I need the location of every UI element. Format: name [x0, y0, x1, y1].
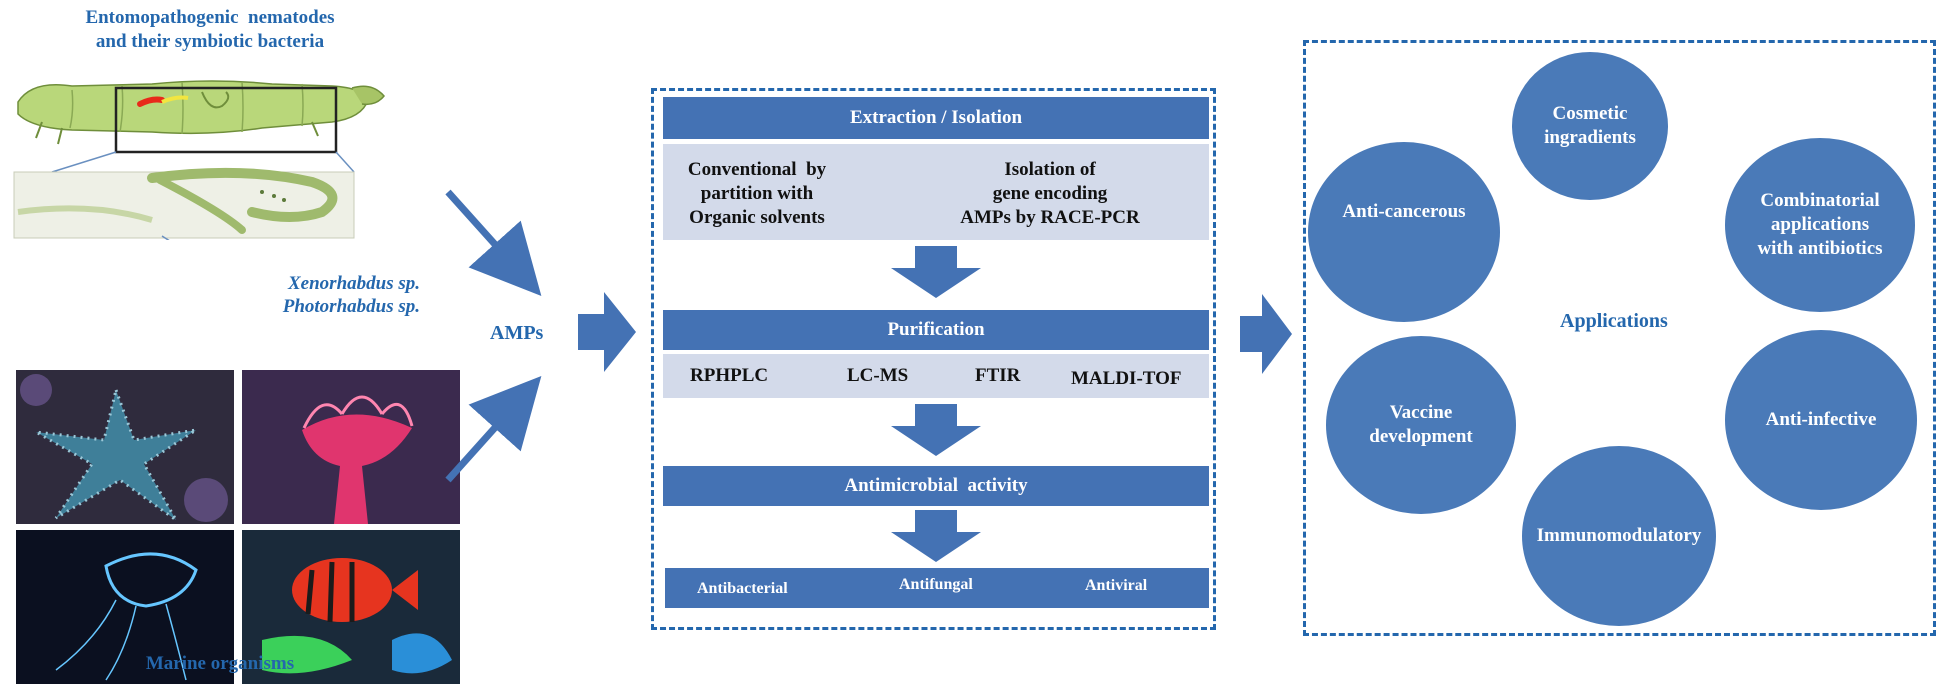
nematode-arrow [445, 189, 542, 297]
amps-label: AMPs [490, 322, 544, 344]
bacteria-photorhabdus: Photorhabdus sp. [282, 296, 420, 317]
circle-immunomodulatory: Immunomodulatory [1522, 446, 1716, 626]
conventional-line2: partition with [700, 183, 814, 204]
immunomodulatory-text: Immunomodulatory [1536, 525, 1702, 546]
marine-organisms-label: Marine organisms [145, 653, 295, 674]
extraction-title: Extraction / Isolation [849, 107, 1023, 128]
amps-to-workflow-arrow [578, 292, 636, 372]
antiinfective-text: Anti-infective [1765, 409, 1877, 430]
cosmetic-line2: ingradients [1544, 127, 1636, 148]
antimicrobial-activity-bar: Antimicrobial activity [663, 466, 1209, 506]
isolation-line2: gene encoding [992, 183, 1108, 204]
extraction-bar: Extraction / Isolation [663, 97, 1209, 139]
method-rphplc: RPHPLC [690, 365, 769, 386]
bacteria-label: Xenorhabdus sp. Photorhabdus sp. [200, 272, 420, 318]
nematode-illustration [13, 80, 385, 240]
purification-bar: Purification [663, 310, 1209, 350]
applications-label: Applications [1560, 310, 1668, 332]
activity-title: Antimicrobial activity [844, 475, 1028, 496]
starfish-photo [16, 370, 234, 524]
cosmetic-line1: Cosmetic [1552, 103, 1628, 124]
combinatorial-line1: Combinatorial [1760, 190, 1880, 211]
workflow-frame [651, 88, 1216, 630]
circle-vaccine-development: Vaccine development [1326, 336, 1516, 514]
extraction-methods-band [663, 144, 1209, 240]
angelfish-photo [242, 530, 460, 684]
circle-anti-cancerous: Anti-cancerous [1308, 142, 1500, 322]
activity-antifungal: Antifungal [899, 576, 973, 593]
race-pcr-method: Isolation of gene encoding AMPs by RACE-… [930, 158, 1170, 230]
combinatorial-line3: with antibiotics [1757, 238, 1883, 259]
down-arrow-2 [891, 404, 981, 456]
purification-methods-band [663, 354, 1209, 398]
purification-title: Purification [887, 319, 985, 340]
method-maldi-tof: MALDI-TOF [1071, 368, 1182, 389]
vaccine-line1: Vaccine [1389, 402, 1453, 423]
combinatorial-line2: applications [1770, 214, 1870, 235]
applications-frame [1303, 40, 1936, 636]
conventional-line1: Conventional by [687, 159, 827, 180]
down-arrow-1 [891, 246, 981, 298]
method-ftir: FTIR [975, 365, 1021, 386]
workflow-to-applications-arrow [1240, 294, 1292, 374]
method-lcms: LC-MS [847, 365, 909, 386]
anticancerous-text: Anti-cancerous [1342, 201, 1466, 222]
source-arrows [445, 189, 542, 483]
jellyfish-photo [16, 530, 234, 684]
conventional-line3: Organic solvents [689, 207, 825, 228]
circle-anti-infective: Anti-infective [1725, 330, 1917, 510]
isolation-line1: Isolation of [1004, 159, 1096, 180]
bacteria-xenorhabdus: Xenorhabdus sp. [288, 273, 420, 294]
nematode-title-line2: and their symbiotic bacteria [95, 31, 325, 52]
activity-antibacterial: Antibacterial [697, 580, 788, 597]
circle-cosmetic-ingredients: Cosmetic ingradients [1512, 52, 1668, 200]
sea-anemone-photo [242, 370, 460, 524]
nematode-title-line1: Entomopathogenic nematodes [85, 7, 335, 28]
isolation-line3: AMPs by RACE-PCR [960, 207, 1140, 228]
activity-types-bar [665, 568, 1209, 608]
down-arrow-3 [891, 510, 981, 562]
vaccine-line2: development [1369, 426, 1473, 447]
circle-combinatorial: Combinatorial applications with antibiot… [1725, 138, 1915, 312]
nematode-source-title: Entomopathogenic nematodes and their sym… [40, 6, 380, 54]
conventional-method: Conventional by partition with Organic s… [672, 158, 842, 230]
marine-arrow [445, 375, 542, 483]
activity-antiviral: Antiviral [1085, 577, 1148, 594]
